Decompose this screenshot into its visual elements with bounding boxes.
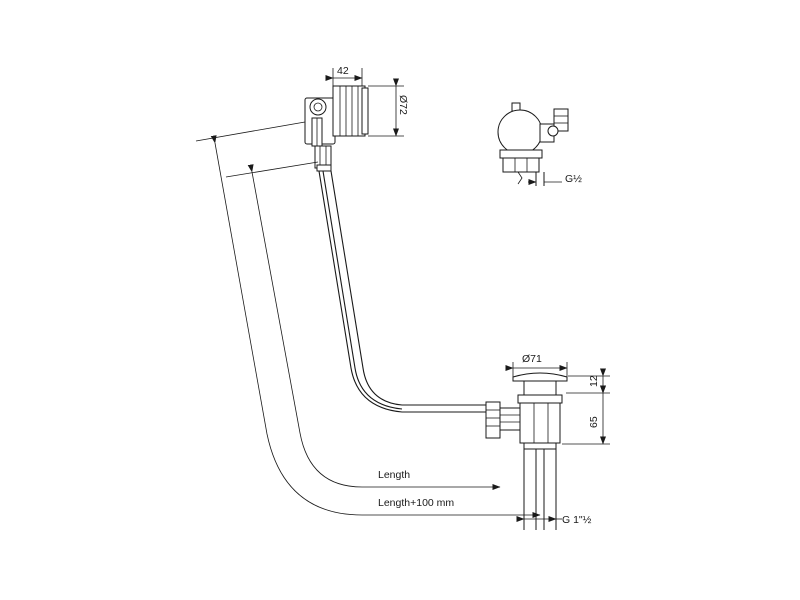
dimension-overflow-width: 42 [325, 65, 363, 86]
dimension-label-12: 12 [588, 375, 600, 387]
dimension-label-72: Ø72 [397, 95, 409, 115]
length-label: Length [378, 469, 410, 481]
dimension-label-42: 42 [337, 65, 349, 77]
length-plus-label: Length+100 mm [378, 497, 454, 509]
dimension-label-65: 65 [588, 416, 600, 428]
overflow-head [304, 85, 369, 172]
waste-assembly [485, 372, 568, 530]
dimension-overflow-diameter: Ø72 [368, 78, 409, 137]
dimension-label-71: Ø71 [522, 353, 542, 365]
dimension-label-outlet-thread: G 1"½ [562, 514, 592, 526]
dimension-outlet-thread: G 1"½ [516, 514, 592, 526]
side-view: G½ [497, 102, 582, 186]
dimension-label-fill-thread: G½ [565, 173, 582, 185]
length-guides [195, 121, 541, 518]
drain-pipe [318, 170, 490, 413]
dimension-waste-heights: 12 65 [562, 368, 610, 445]
dimension-waste-diameter: Ø71 [505, 353, 568, 377]
